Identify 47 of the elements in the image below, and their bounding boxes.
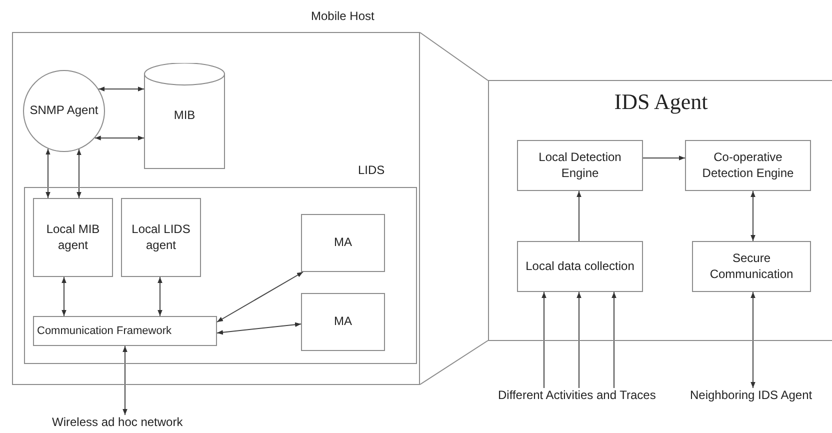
- box-label: Secure Communication: [708, 250, 794, 282]
- connector-line: [420, 340, 488, 385]
- arrow: [576, 190, 582, 242]
- box-label: Co-operative Detection Engine: [701, 150, 795, 182]
- arrow: [46, 148, 50, 198]
- box-label: Local Detection Engine: [538, 150, 622, 182]
- box-label: Local LIDS agent: [130, 222, 192, 254]
- box-label: MA: [333, 235, 353, 251]
- process-box: [121, 198, 201, 277]
- box-label: MA: [333, 314, 353, 330]
- process-box: [685, 140, 811, 191]
- arrow: [642, 156, 686, 160]
- agent-panel: [488, 80, 832, 341]
- process-box: [301, 293, 385, 351]
- arrow: [612, 292, 616, 388]
- arrow: [576, 292, 582, 388]
- box-label: Communication Framework: [36, 324, 172, 338]
- group-heading: LIDS: [358, 163, 385, 177]
- process-box: [301, 214, 385, 272]
- process-box: [33, 198, 113, 277]
- arrow: [62, 276, 66, 316]
- arrow: [94, 136, 144, 140]
- arrow: [750, 190, 756, 242]
- text-label: Neighboring IDS Agent: [690, 388, 812, 402]
- arrow: [216, 322, 302, 335]
- process-box: [517, 140, 643, 191]
- box-label: Local data collection: [524, 258, 636, 274]
- process-box: [33, 316, 217, 346]
- arrow: [158, 276, 162, 316]
- text-label: Different Activities and Traces: [498, 388, 656, 402]
- group-heading: Mobile Host: [311, 9, 374, 23]
- agent-circle: [23, 70, 105, 152]
- arrow: [98, 86, 144, 92]
- text-label: Wireless ad hoc network: [52, 415, 183, 429]
- box-label: SNMP Agent: [28, 103, 100, 119]
- process-box: [517, 241, 643, 292]
- process-box: [692, 241, 811, 292]
- arrow: [216, 272, 304, 322]
- arrow: [750, 292, 756, 388]
- arrow: [542, 292, 546, 388]
- box-label: Local MIB agent: [45, 222, 101, 254]
- connector-line: [420, 32, 488, 81]
- box-label: MIB: [172, 108, 196, 124]
- database-cylinder: [144, 63, 225, 169]
- arrow: [76, 148, 82, 198]
- arrow: [122, 346, 128, 416]
- group-heading: IDS Agent: [613, 89, 709, 115]
